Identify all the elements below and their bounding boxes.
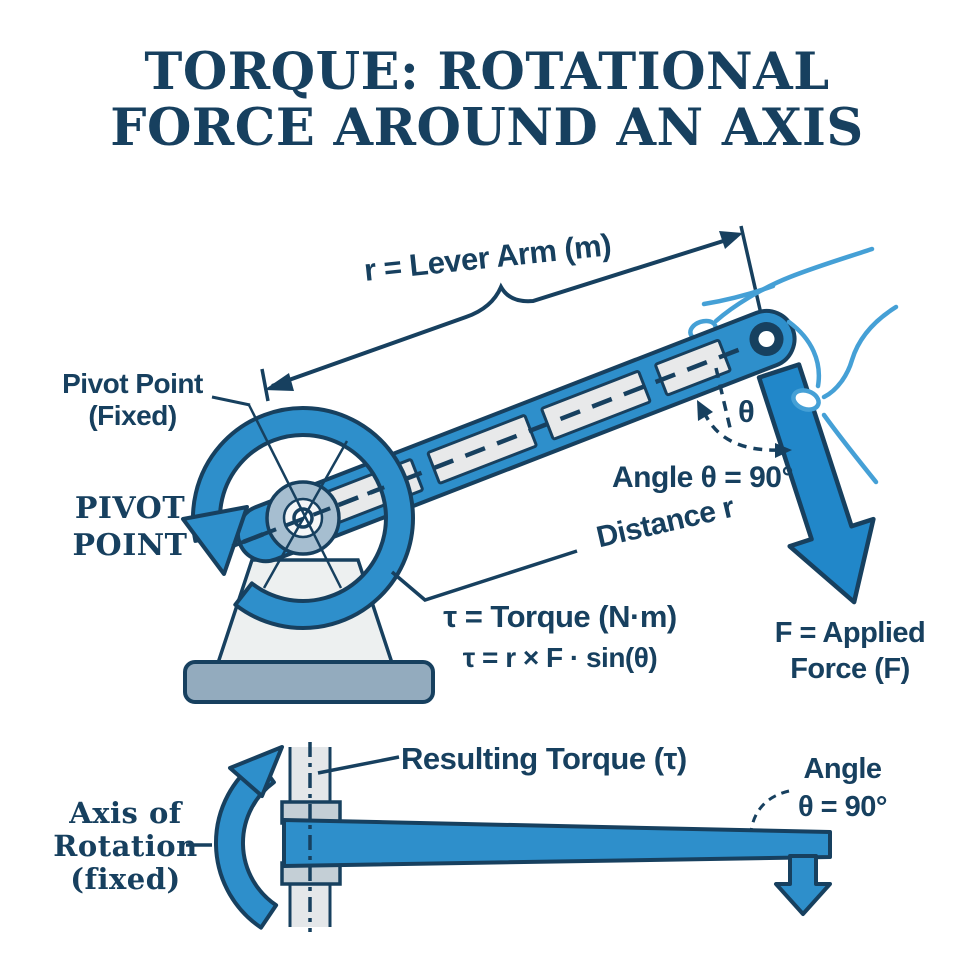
- axis-label-line1: Axis of: [69, 796, 182, 830]
- torque-definition: τ = Torque (N·m): [443, 599, 677, 634]
- axis-of-rotation-label: Axis of Rotation (fixed): [28, 796, 223, 897]
- resulting-torque-leader: [317, 755, 400, 775]
- pivot-point-heading-line1: PIVOT: [74, 491, 186, 526]
- angle-label-upper: Angle θ = 90°: [612, 461, 793, 494]
- hub-crosshair-a: [247, 404, 343, 589]
- applied-force-label: F = Applied Force (F): [758, 615, 942, 688]
- angle-label-lower: Angle θ = 90°: [755, 751, 930, 826]
- dimension-arrowhead-left: [264, 373, 294, 391]
- axis-label-line2: Rotation: [53, 829, 198, 864]
- rotation-arrow-lower-head: [228, 745, 284, 798]
- hand-finger-lower: [821, 412, 879, 485]
- theta-angle-marks: [390, 367, 792, 602]
- hand-finger-inner: [701, 283, 776, 307]
- lower-diagram: [186, 742, 832, 932]
- lower-angle-arc: [749, 789, 790, 832]
- theta-arc-arrowhead-left: [697, 400, 713, 421]
- rotation-arrow-upper: [181, 406, 415, 630]
- lower-beam: [282, 818, 832, 868]
- beam-pin: [749, 321, 784, 356]
- palm-curve: [786, 319, 822, 389]
- resulting-torque-label: Resulting Torque (τ): [401, 741, 687, 776]
- dimension-line: [271, 235, 737, 388]
- hand-finger-right: [821, 304, 899, 400]
- theta-symbol: θ: [738, 394, 755, 429]
- applied-force-arrow: [756, 362, 876, 605]
- pivot-point-callout-line2: (Fixed): [88, 400, 177, 432]
- dimension-arrowhead-right: [719, 231, 743, 249]
- distance-leader: [390, 549, 578, 602]
- hand-front-strokes: [786, 319, 879, 485]
- pivot-callout-leader: [211, 395, 251, 407]
- rotation-ring-arrowhead: [181, 505, 249, 576]
- torque-formula: τ = r × F · sin(θ): [462, 642, 658, 673]
- page-title-line2: FORCE AROUND AN AXIS: [110, 98, 864, 158]
- theta-arc: [702, 411, 781, 452]
- applied-force-line2: Force (F): [790, 653, 910, 686]
- pivot-point-callout: Pivot Point (Fixed): [40, 368, 225, 432]
- rotation-ring: [191, 406, 415, 630]
- rotation-arrow-lower: [213, 758, 279, 930]
- theta-arc-arrowhead-right: [775, 443, 792, 458]
- pivot-point-heading: PIVOT POINT: [40, 491, 220, 564]
- pivot-point-callout-line1: Pivot Point: [62, 368, 203, 399]
- axis-label-line3: (fixed): [70, 862, 181, 897]
- axle-shaft-edges: [288, 747, 332, 927]
- theta-vertex-line: [714, 367, 733, 433]
- hand-finger-top: [713, 246, 875, 324]
- angle-lower-line2: θ = 90°: [797, 790, 888, 823]
- pivot-point-heading-line2: POINT: [72, 527, 188, 563]
- dimension-tick-left: [260, 368, 270, 402]
- pivot-base: [183, 660, 435, 704]
- finger-tip: [791, 388, 821, 412]
- angle-lower-line1: Angle: [803, 753, 882, 785]
- page-title-line1: TORQUE: ROTATIONAL: [144, 42, 830, 102]
- applied-force-line1: F = Applied: [774, 617, 926, 649]
- lower-force-arrow: [774, 854, 832, 916]
- hub-crosshair-b: [262, 440, 349, 589]
- page-title: TORQUE: ROTATIONAL FORCE AROUND AN AXIS: [0, 44, 974, 156]
- pivot-hub: [211, 395, 388, 589]
